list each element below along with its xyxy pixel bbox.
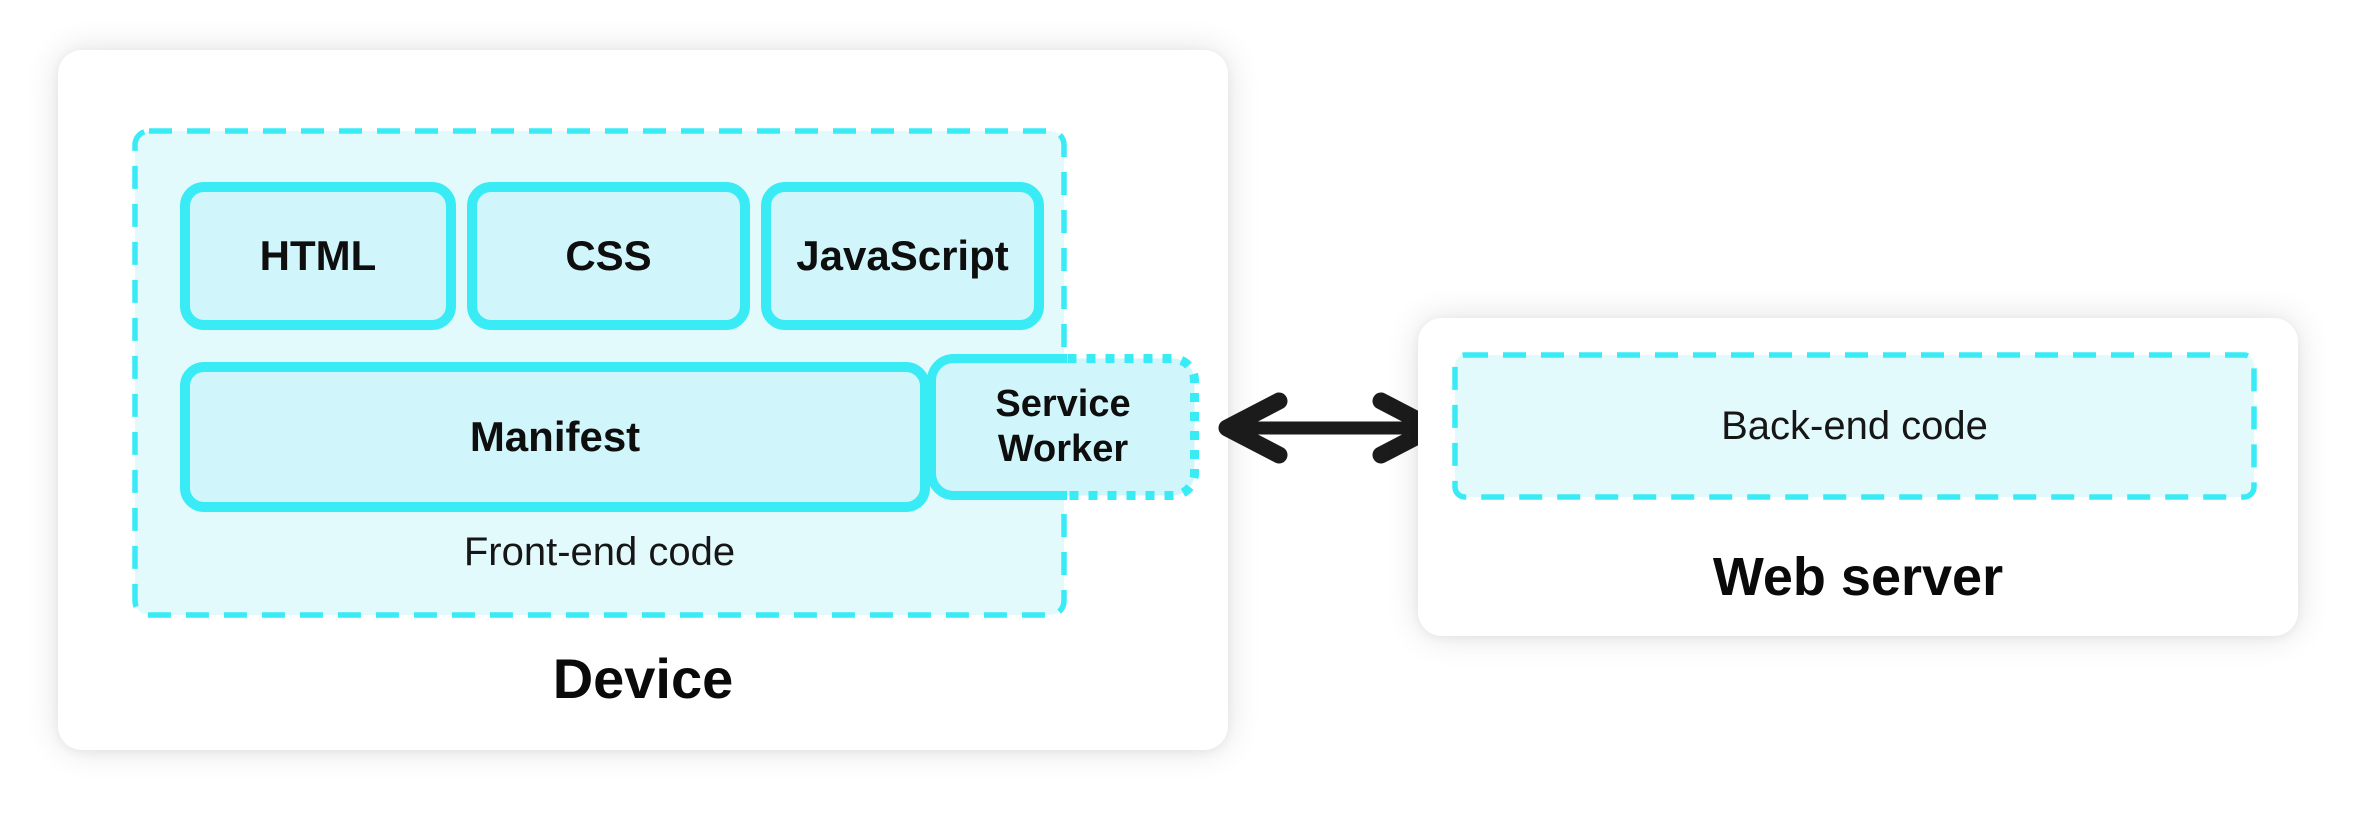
html-box: HTML (180, 182, 456, 330)
css-box: CSS (467, 182, 750, 330)
bidirectional-arrow-icon (1218, 392, 1442, 464)
javascript-box-label: JavaScript (796, 232, 1009, 279)
html-box-label: HTML (259, 232, 377, 279)
manifest-box-label: Manifest (469, 413, 641, 460)
device-title: Device (552, 647, 734, 710)
css-box-label: CSS (565, 232, 652, 279)
service-worker-border (927, 354, 1199, 500)
web-server-title: Web server (1712, 547, 2004, 607)
service-worker-box: Service Worker (927, 354, 1199, 500)
backend-dashed-box (1452, 352, 2257, 500)
manifest-box: Manifest (180, 362, 930, 512)
service-worker-label: Service Worker (995, 383, 1131, 470)
frontend-code-label: Front-end code (463, 529, 736, 574)
device-card: HTML CSS JavaScript Manifest Service Wor… (58, 50, 1228, 750)
backend-code-label: Back-end code (1721, 403, 1988, 448)
web-server-card: Back-end code Web server (1418, 318, 2298, 636)
javascript-box: JavaScript (761, 182, 1044, 330)
